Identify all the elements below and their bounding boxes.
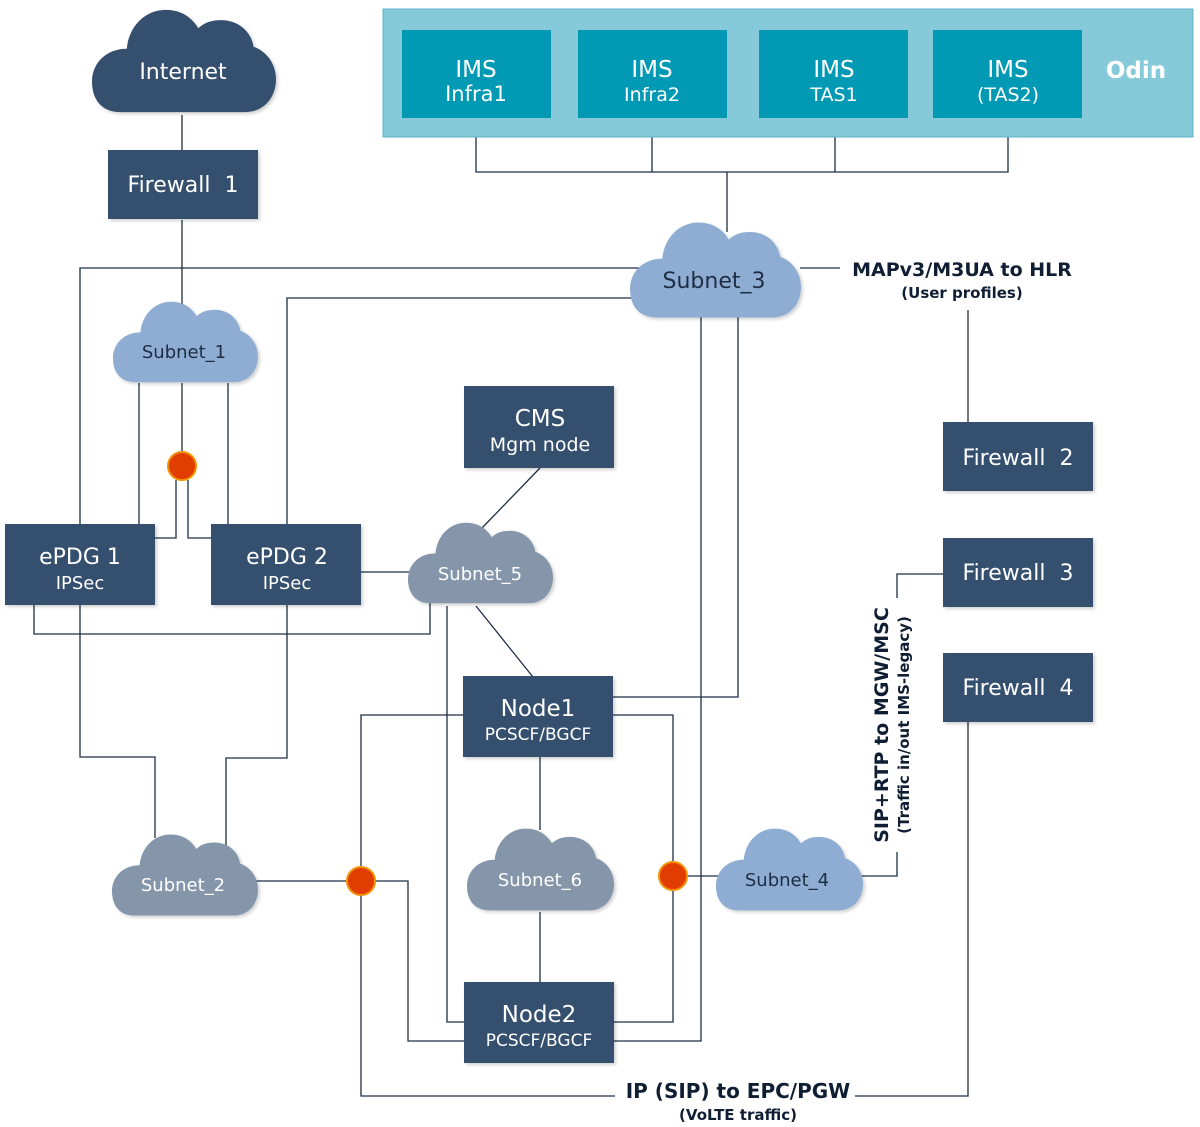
label-subtitle: (User profiles) [901, 284, 1022, 302]
ims-tas1[interactable]: IMS TAS1 [759, 30, 908, 118]
cloud-subnet-5[interactable]: Subnet_5 [408, 522, 553, 604]
node-subtitle: PCSCF/BGCF [485, 725, 591, 745]
firewall-2[interactable]: Firewall 2 [943, 422, 1093, 491]
cloud-label: Subnet_4 [745, 870, 829, 891]
cloud-label: Subnet_5 [438, 564, 522, 585]
ims-box [578, 30, 727, 118]
link-junction-node1 [360, 714, 464, 866]
link-epdg2-subnet3 [286, 297, 640, 524]
cloud-icon [408, 522, 553, 604]
node-box [463, 676, 613, 757]
label-subtitle: (Traffic in/out IMS-legacy) [895, 616, 913, 834]
ims-title: IMS [455, 57, 496, 83]
node-box [108, 150, 258, 219]
link-cms-subnet5 [481, 467, 541, 529]
junction-subnet2 [346, 866, 376, 896]
firewall-3[interactable]: Firewall 3 [943, 538, 1093, 607]
link-subnet4-mgw [860, 852, 898, 877]
odin-label: Odin [1106, 58, 1166, 84]
node-label: Firewall 3 [963, 561, 1074, 586]
node-2[interactable]: Node2 PCSCF/BGCF [464, 982, 614, 1063]
node-subtitle: Mgm node [490, 434, 590, 456]
node-subtitle: PCSCF/BGCF [486, 1031, 592, 1051]
node-label: Firewall 4 [963, 676, 1074, 701]
ims-title: IMS [987, 57, 1028, 83]
odin-panel: Odin IMS Infra1 IMS Infra2 IMS TAS1 IMS … [382, 8, 1194, 138]
link-epdg-subnet5-bus [33, 600, 431, 635]
link-epc-fw4 [855, 721, 969, 1097]
ims-subtitle: Infra1 [445, 82, 507, 106]
cloud-label: Subnet_6 [498, 870, 582, 891]
node-box [211, 524, 361, 605]
firewall-4[interactable]: Firewall 4 [943, 653, 1093, 722]
link-node1-junction [613, 714, 674, 862]
junction-subnet1-epdg [167, 451, 197, 481]
cloud-subnet-6[interactable]: Subnet_6 [467, 828, 614, 911]
ims-infra2[interactable]: IMS Infra2 [578, 30, 727, 118]
node-label: Firewall 2 [963, 446, 1074, 471]
link-epdg1-subnet2 [79, 605, 156, 838]
cloud-subnet-2[interactable]: Subnet_2 [112, 834, 258, 916]
ims-subtitle: Infra2 [624, 84, 680, 106]
node-title: Node2 [502, 1002, 577, 1028]
link-subnet5-node1 [475, 605, 534, 678]
node-box [464, 386, 614, 468]
node-label: Firewall 1 [128, 173, 239, 198]
cloud-label: Subnet_1 [142, 342, 226, 363]
epdg-2[interactable]: ePDG 2 IPSec [211, 524, 361, 605]
cms-mgm-node[interactable]: CMS Mgm node [464, 386, 614, 468]
ims-subtitle: (TAS2) [977, 84, 1039, 106]
link-junction-epc [360, 895, 615, 1097]
node-box [943, 653, 1093, 722]
node-title: CMS [515, 406, 566, 432]
link-junction-node2 [613, 890, 674, 1023]
link-epdg2-subnet2 [225, 605, 288, 850]
ims-infra1[interactable]: IMS Infra1 [402, 30, 551, 118]
ims-title: IMS [813, 57, 854, 83]
link-node1-subnet3 [613, 316, 739, 698]
link-subnet3-node2 [613, 316, 702, 1042]
label-mgw: SIP+RTP to MGW/MSC (Traffic in/out IMS-l… [871, 607, 913, 843]
link-junction-epdg1 [155, 480, 177, 539]
label-title: SIP+RTP to MGW/MSC [871, 607, 893, 843]
link-mgw-fw3 [896, 573, 944, 598]
cloud-label: Internet [139, 60, 227, 85]
cloud-subnet-1[interactable]: Subnet_1 [113, 301, 258, 383]
ims-title: IMS [631, 57, 672, 83]
node-1[interactable]: Node1 PCSCF/BGCF [463, 676, 613, 757]
cloud-internet[interactable]: Internet [92, 9, 276, 113]
label-subtitle: (VoLTE traffic) [679, 1106, 797, 1124]
ims-tas2[interactable]: IMS (TAS2) [933, 30, 1082, 118]
ims-box [759, 30, 908, 118]
label-hlr: MAPv3/M3UA to HLR (User profiles) [852, 259, 1072, 302]
ims-box [402, 30, 551, 118]
cloud-label: Subnet_2 [141, 875, 225, 896]
node-subtitle: IPSec [56, 573, 105, 594]
epdg-1[interactable]: ePDG 1 IPSec [5, 524, 155, 605]
node-box [464, 982, 614, 1063]
link-junction-epdg2 [187, 480, 211, 539]
node-title: ePDG 1 [39, 545, 121, 570]
node-title: ePDG 2 [246, 545, 328, 570]
ims-subtitle: TAS1 [809, 84, 857, 106]
connectors [33, 115, 1009, 1097]
node-title: Node1 [501, 696, 576, 722]
link-junction-node2 [375, 880, 464, 1042]
ims-bus [475, 120, 1009, 173]
cloud-label: Subnet_3 [663, 269, 766, 294]
junction-subnet4 [658, 861, 688, 891]
label-title: MAPv3/M3UA to HLR [852, 259, 1072, 281]
cloud-subnet-4[interactable]: Subnet_4 [716, 828, 863, 911]
node-box [943, 422, 1093, 491]
node-subtitle: IPSec [263, 573, 312, 594]
cloud-subnet-3[interactable]: Subnet_3 [630, 222, 801, 318]
node-box [943, 538, 1093, 607]
label-epc: IP (SIP) to EPC/PGW (VoLTE traffic) [626, 1079, 851, 1124]
link-subnet5-node2 [446, 606, 464, 1023]
label-title: IP (SIP) to EPC/PGW [626, 1079, 851, 1103]
node-box [5, 524, 155, 605]
ims-box [933, 30, 1082, 118]
firewall-1[interactable]: Firewall 1 [108, 150, 258, 219]
link-epdg1-subnet3 [79, 267, 640, 524]
